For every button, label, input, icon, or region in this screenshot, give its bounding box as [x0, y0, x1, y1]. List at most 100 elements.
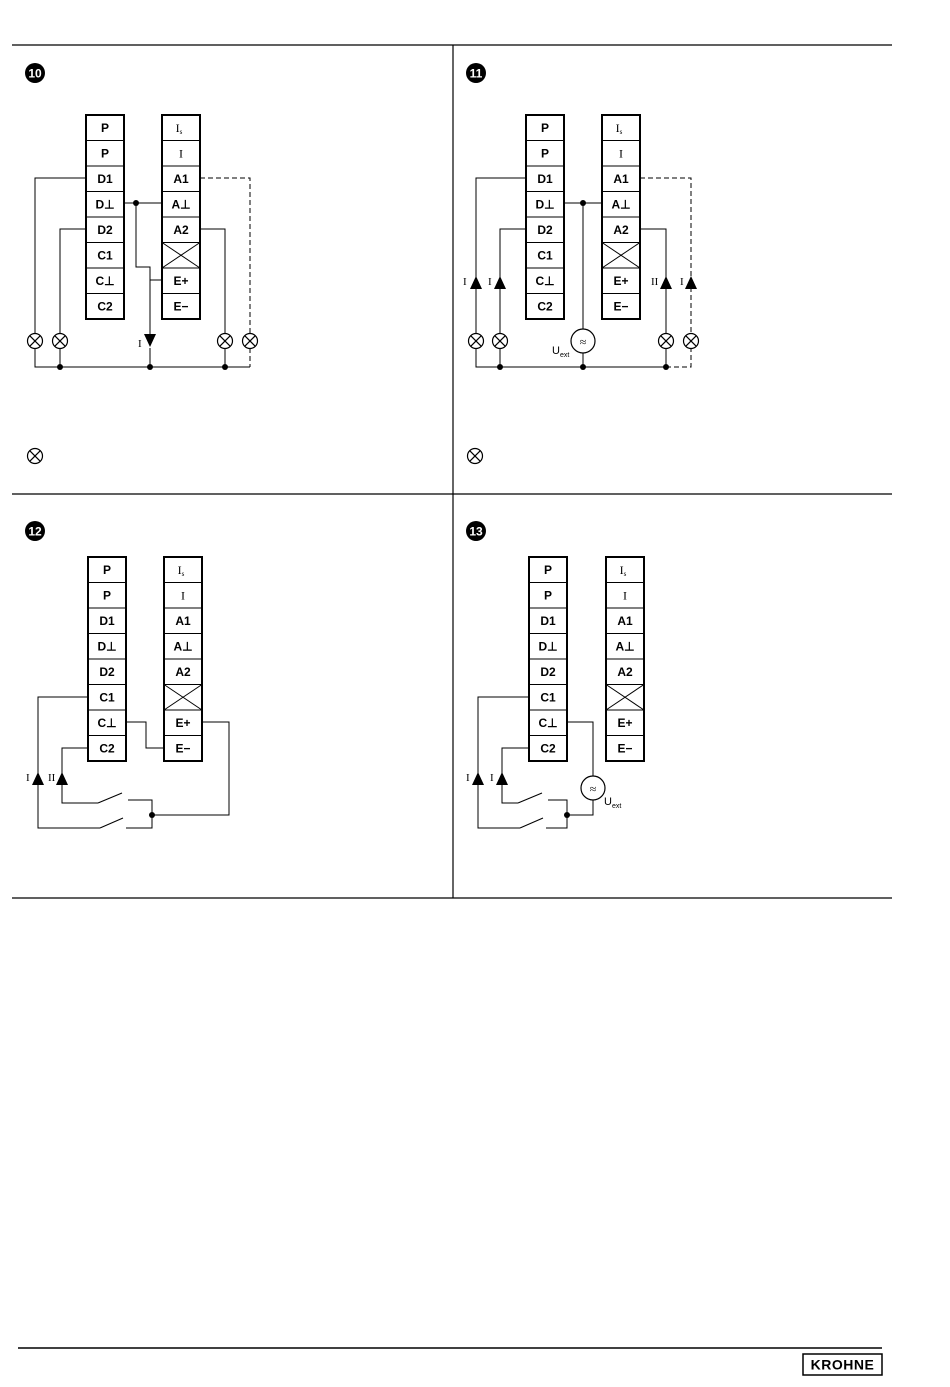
terminal-C-gnd: C⊥	[535, 274, 554, 288]
terminal-D2: D2	[540, 665, 556, 679]
uext-label: Uext	[552, 345, 569, 359]
current-label: II	[651, 276, 659, 288]
terminal-D-gnd: D⊥	[535, 198, 554, 212]
terminal-P: P	[103, 589, 111, 603]
terminal-C2: C2	[99, 742, 115, 756]
terminal-P: P	[101, 121, 109, 135]
terminal-P: P	[544, 589, 552, 603]
terminal-A2: A2	[175, 665, 191, 679]
terminal-strip-left-11: P P D1 D⊥ D2 C1 C⊥ C2	[526, 115, 564, 319]
terminal-E-plus: E+	[617, 716, 632, 730]
terminal-A1: A1	[613, 172, 629, 186]
terminal-A2: A2	[617, 665, 633, 679]
uext-label: Uext	[604, 796, 621, 810]
current-arrow-icon	[660, 276, 672, 289]
lamp-icon	[493, 334, 508, 349]
panel-number-12-text: 12	[28, 525, 42, 539]
lamp-icon	[218, 334, 233, 349]
panel-number-10: 10	[25, 63, 45, 83]
terminal-C-gnd: C⊥	[538, 716, 557, 730]
current-label: I	[138, 338, 142, 350]
panel-number-13: 13	[466, 521, 486, 541]
terminal-D1: D1	[97, 172, 113, 186]
current-label: I	[488, 276, 492, 288]
terminal-I: I	[619, 147, 623, 161]
terminal-I: I	[623, 589, 627, 603]
terminal-E-plus: E+	[173, 274, 188, 288]
terminal-C2: C2	[537, 300, 553, 314]
terminal-D1: D1	[99, 614, 115, 628]
current-arrow-icon	[144, 334, 156, 347]
lamp-icon	[53, 334, 68, 349]
terminal-C2: C2	[540, 742, 556, 756]
terminal-D1: D1	[540, 614, 556, 628]
terminal-strip-left-12: P P D1 D⊥ D2 C1 C⊥ C2	[88, 557, 126, 761]
junctions-10	[57, 200, 228, 370]
current-arrow-icon	[472, 772, 484, 785]
terminal-P: P	[544, 563, 552, 577]
current-arrow-icon	[494, 276, 506, 289]
terminal-strip-right-13: Is I A1 A⊥ A2 E+ E−	[606, 557, 644, 761]
terminal-P: P	[101, 147, 109, 161]
terminal-A2: A2	[613, 223, 629, 237]
current-arrow-icon	[685, 276, 697, 289]
page-frame	[12, 45, 892, 1348]
ac-symbol: ≈	[590, 782, 597, 796]
current-arrow-icon	[470, 276, 482, 289]
terminal-D1: D1	[537, 172, 553, 186]
terminal-strip-left-13: P P D1 D⊥ D2 C1 C⊥ C2	[529, 557, 567, 761]
terminal-I: I	[179, 147, 183, 161]
terminal-A2: A2	[173, 223, 189, 237]
lamp-icon	[659, 334, 674, 349]
panel-13: 13 P P D1 D⊥ D2 C1 C⊥ C2	[466, 521, 644, 828]
lamp-icon	[28, 334, 43, 349]
current-arrow-icon	[56, 772, 68, 785]
current-arrow-icon	[496, 772, 508, 785]
terminal-A-gnd: A⊥	[615, 640, 634, 654]
terminal-C1: C1	[540, 691, 556, 705]
junctions-12	[149, 812, 155, 818]
terminal-I: I	[181, 589, 185, 603]
terminal-strip-left-10: P P D1 D⊥ D2 C1 C⊥ C2	[86, 115, 124, 319]
panel-11: 11 P P D1 D⊥ D2 C1 C⊥ C2	[463, 63, 699, 464]
terminal-C-gnd: C⊥	[97, 716, 116, 730]
terminal-A1: A1	[173, 172, 189, 186]
terminal-E-plus: E+	[175, 716, 190, 730]
terminal-E-minus: E−	[175, 742, 190, 756]
panel-number-13-text: 13	[469, 525, 483, 539]
terminal-strip-right-10: Is I A1 A⊥ A2 E+ E−	[162, 115, 200, 319]
terminal-P: P	[541, 121, 549, 135]
ac-symbol: ≈	[580, 335, 587, 349]
terminal-strip-right-11: Is I A1 A⊥ A2 E+ E−	[602, 115, 640, 319]
terminal-D2: D2	[537, 223, 553, 237]
terminal-strip-right-12: Is I A1 A⊥ A2 E+ E−	[164, 557, 202, 761]
panel-number-11: 11	[466, 63, 486, 83]
terminal-E-minus: E−	[173, 300, 188, 314]
panel-number-12: 12	[25, 521, 45, 541]
terminal-C1: C1	[537, 249, 553, 263]
terminal-P: P	[103, 563, 111, 577]
panel-number-10-text: 10	[28, 67, 42, 81]
terminal-D-gnd: D⊥	[538, 640, 557, 654]
current-label: I	[680, 276, 684, 288]
junctions-13	[564, 812, 570, 818]
terminal-E-minus: E−	[617, 742, 632, 756]
terminal-A-gnd: A⊥	[611, 198, 630, 212]
terminal-P: P	[541, 147, 549, 161]
terminal-A1: A1	[617, 614, 633, 628]
terminal-D-gnd: D⊥	[97, 640, 116, 654]
lamp-legend-icon	[468, 449, 483, 464]
current-label: I	[26, 772, 30, 784]
terminal-E-minus: E−	[613, 300, 628, 314]
current-label: I	[490, 772, 494, 784]
lamp-icon	[684, 334, 699, 349]
terminal-C1: C1	[97, 249, 113, 263]
current-label: I	[466, 772, 470, 784]
panel-12: 12 P P D1 D⊥ D2 C1 C⊥ C2	[25, 521, 229, 828]
current-arrow-icon	[32, 772, 44, 785]
panel-number-11-text: 11	[470, 67, 483, 81]
terminal-D-gnd: D⊥	[95, 198, 114, 212]
brand-logo: KROHNE	[803, 1354, 882, 1375]
lamp-icon	[243, 334, 258, 349]
